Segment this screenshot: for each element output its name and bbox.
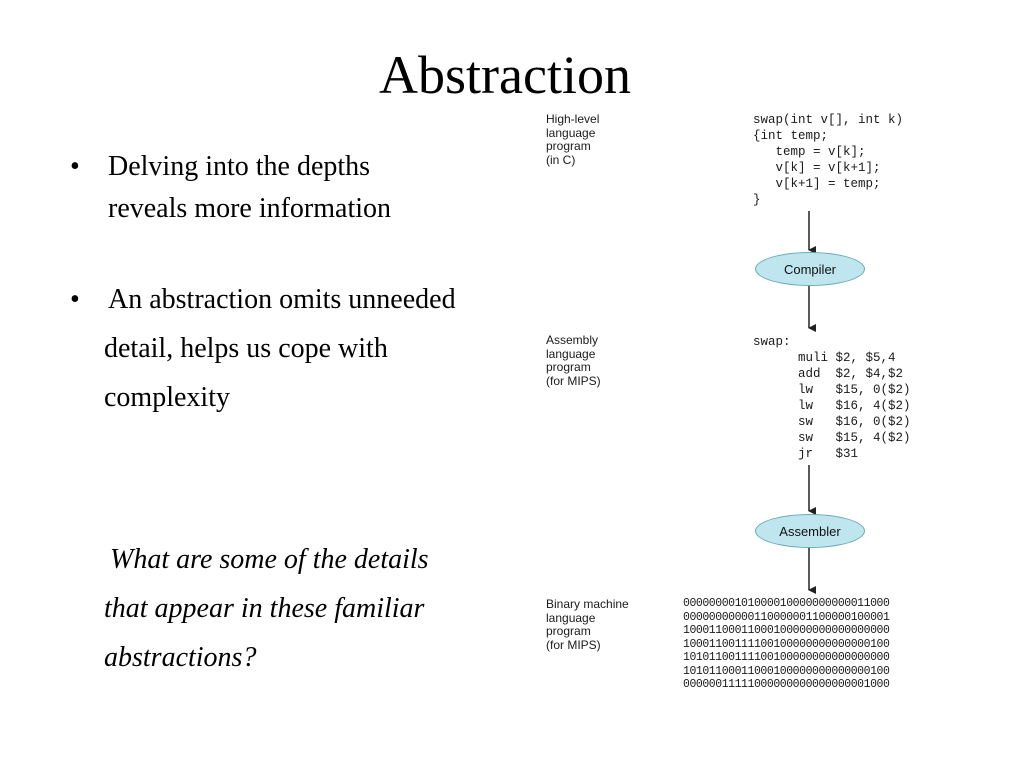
question-line: that appear in these familiar xyxy=(104,593,425,624)
bullet-dot: • xyxy=(70,284,80,315)
question-line: What are some of the details xyxy=(110,544,429,575)
question-line: abstractions? xyxy=(104,642,257,673)
bullet-line: reveals more information xyxy=(108,193,392,224)
binary-code-block: 00000000101000010000000000011000 0000000… xyxy=(683,597,890,691)
bullet-line: Delving into the depths xyxy=(108,151,371,182)
label-binary: Binary machine language program (for MIP… xyxy=(546,597,629,652)
assembly-code-block: swap: muli $2, $5,4 add $2, $4,$2 lw $15… xyxy=(753,335,911,461)
c-code-block: swap(int v[], int k) {int temp; temp = v… xyxy=(753,113,904,207)
assembler-oval: Assembler xyxy=(755,514,865,548)
label-high-level: High-level language program (in C) xyxy=(546,112,600,167)
bullet-line: An abstraction omits unneeded xyxy=(108,284,456,315)
bullet-line: detail, helps us cope with xyxy=(104,333,388,364)
compiler-oval: Compiler xyxy=(755,252,865,286)
label-assembly: Assembly language program (for MIPS) xyxy=(546,333,601,388)
slide-title: Abstraction xyxy=(379,45,631,105)
bullet-dot: • xyxy=(70,151,80,182)
bullet-line: complexity xyxy=(104,382,230,413)
bullet-text: Delving into the depths reveals more inf… xyxy=(108,146,391,230)
